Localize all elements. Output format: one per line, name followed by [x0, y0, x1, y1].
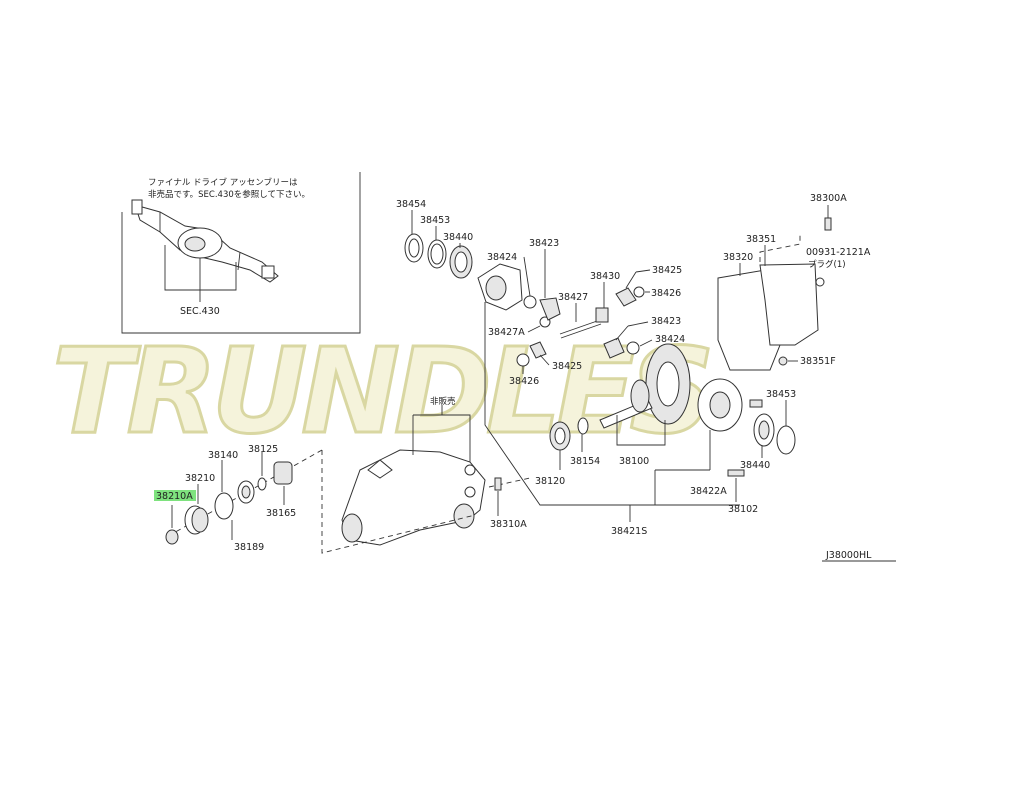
label-38140: 38140 — [208, 450, 238, 461]
label-38453-top: 38453 — [420, 215, 450, 226]
carrier-housing — [321, 405, 531, 554]
axle-housing-sketch — [131, 199, 279, 283]
seal-38453-38454 — [404, 233, 473, 279]
part-labels: 38454 38453 38440 38423 38424 38430 3842… — [154, 193, 896, 562]
label-38421S: 38421S — [611, 526, 647, 537]
label-38427: 38427 — [558, 292, 588, 303]
group-brackets — [484, 302, 740, 522]
diff-case — [477, 263, 561, 328]
label-38189: 38189 — [234, 542, 264, 553]
label-38426-top: 38426 — [651, 288, 681, 299]
label-38154: 38154 — [570, 456, 600, 467]
label-38423-mid: 38423 — [651, 316, 681, 327]
label-38300A: 38300A — [810, 193, 847, 204]
pinion-shaft — [516, 286, 645, 367]
highlight-38210A — [154, 490, 196, 501]
label-38120: 38120 — [535, 476, 565, 487]
label-38351: 38351 — [746, 234, 776, 245]
label-38165: 38165 — [266, 508, 296, 519]
label-38320: 38320 — [723, 252, 753, 263]
label-38453-right: 38453 — [766, 389, 796, 400]
label-plug: プラグ(1) — [808, 259, 846, 270]
inset-sec-label: SEC.430 — [180, 306, 220, 317]
label-00931-2121A: 00931-2121A — [806, 247, 871, 258]
label-38424-mid: 38424 — [655, 334, 685, 345]
label-38102: 38102 — [728, 504, 758, 515]
inset-note-line1: ファイナル ドライブ アッセンブリーは — [148, 177, 298, 188]
ring-pinion-gear — [599, 343, 796, 477]
label-38125: 38125 — [248, 444, 278, 455]
companion-flange-group — [165, 449, 323, 545]
label-38427A: 38427A — [488, 327, 525, 338]
label-38424-top: 38424 — [487, 252, 517, 263]
label-hihanbai: 非販売 — [430, 396, 456, 407]
label-38425-mid: 38425 — [552, 361, 582, 372]
label-38210: 38210 — [185, 473, 215, 484]
inset-note-line2: 非売品です。SEC.430を参照して下さい。 — [148, 189, 310, 200]
label-38426-mid: 38426 — [509, 376, 539, 387]
label-38310A: 38310A — [490, 519, 527, 530]
label-38422A: 38422A — [690, 486, 727, 497]
label-38430: 38430 — [590, 271, 620, 282]
label-38454: 38454 — [396, 199, 426, 210]
label-38440-top: 38440 — [443, 232, 473, 243]
pinion-bearings — [549, 415, 666, 470]
inset-panel: ファイナル ドライブ アッセンブリーは 非売品です。SEC.430を参照して下さ… — [121, 172, 361, 334]
rear-cover — [717, 205, 832, 371]
label-38423-top: 38423 — [529, 238, 559, 249]
label-38425-top: 38425 — [652, 265, 682, 276]
label-38440-right: 38440 — [740, 460, 770, 471]
label-38351F: 38351F — [800, 356, 836, 367]
label-38100: 38100 — [619, 456, 649, 467]
diagram-code: J38000HL — [825, 550, 872, 561]
label-38210A: 38210A — [156, 491, 193, 502]
